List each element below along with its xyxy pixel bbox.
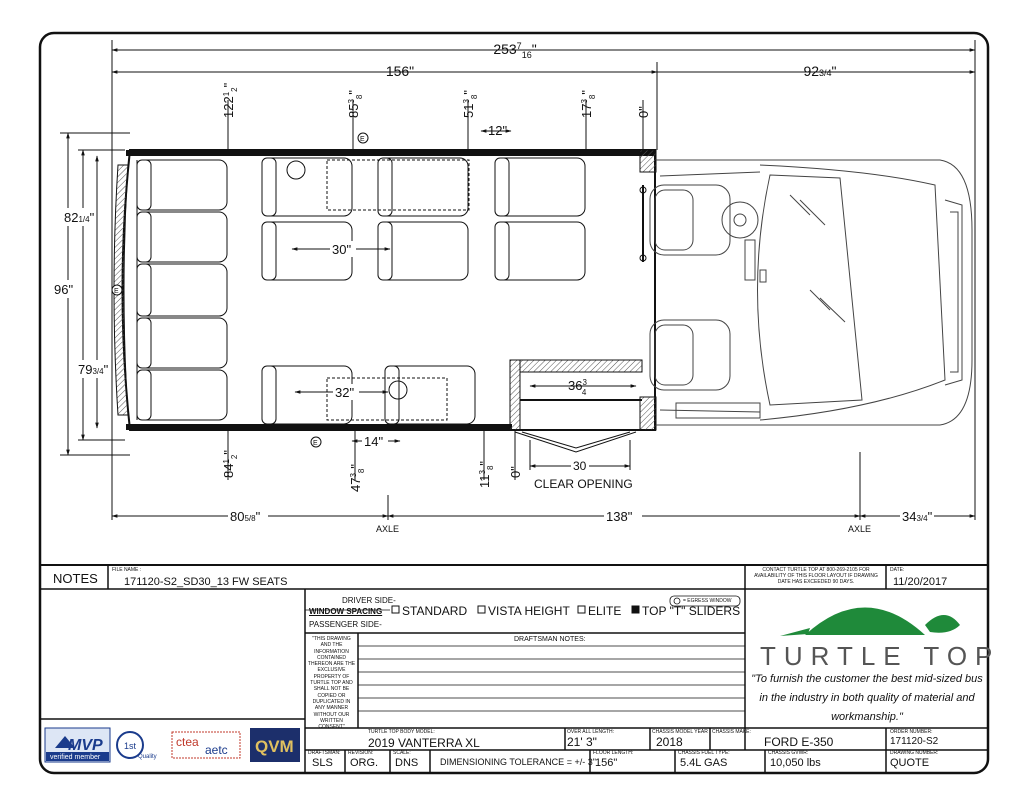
fuel-type-label: CHASSIS FUEL TYPE: <box>678 750 730 756</box>
driver-side-label: DRIVER SIDE- <box>342 596 396 605</box>
dimensioning-tolerance: DIMENSIONING TOLERANCE = +/- 3" <box>440 757 596 767</box>
bottom-offset-3: 1138" <box>477 461 495 488</box>
turtle-top-logo <box>780 607 960 636</box>
upper-seat-rows <box>261 157 586 281</box>
chassis-make-label: CHASSIS MAKE: <box>712 729 751 735</box>
date-label: DATE: <box>890 567 905 573</box>
wheelbase-dim: 138" <box>606 509 633 524</box>
sheet-border <box>38 31 990 775</box>
option-vista-height: VISTA HEIGHT <box>488 604 570 618</box>
svg-text:Quality: Quality <box>138 754 157 760</box>
entry-door <box>514 359 643 470</box>
svg-text:aetc: aetc <box>205 743 228 757</box>
rear-bench-seats <box>136 159 228 421</box>
svg-text:ctea: ctea <box>176 735 199 749</box>
passenger-side-label: PASSENGER SIDE- <box>309 620 382 629</box>
revision: ORG. <box>350 757 379 769</box>
gvwr-label: CHASSIS GVWR: <box>768 750 809 756</box>
disclaimer-text: "THIS DRAWING AND THE INFORMATION CONTAI… <box>307 636 356 731</box>
window-spacing-label: WINDOW SPACING <box>309 607 383 616</box>
chassis-cab <box>639 159 973 426</box>
front-axle-label: AXLE <box>848 524 871 534</box>
aisle-30-dim: 30" <box>332 242 351 257</box>
fuel-type: 5.4L GAS <box>680 757 728 769</box>
bottom-offset-1: 8412" <box>221 450 239 478</box>
certification-logos: MVP verified member 1st Quality ctea aet… <box>44 727 300 763</box>
turtle-head <box>925 615 960 633</box>
overall-length-dim: 253716" <box>493 41 536 60</box>
drawing-number: QUOTE <box>890 757 930 769</box>
order-number: 171120-S2 <box>890 736 939 747</box>
lower-seat-rows <box>261 365 476 425</box>
ctea-aetc-logo <box>171 731 241 759</box>
drawing-date: 11/20/2017 <box>893 576 948 588</box>
svg-text:QVM: QVM <box>255 737 294 756</box>
draftsman: SLS <box>312 757 333 769</box>
overall-length: 21' 3" <box>567 735 597 749</box>
draftsman-note-lines <box>305 609 745 712</box>
option-standard: STANDARD <box>402 604 468 618</box>
svg-text:E: E <box>313 440 318 447</box>
order-number-label: ORDER NUMBER: <box>890 729 933 735</box>
option-elite: ELITE <box>588 604 622 618</box>
draftsman-notes-label: DRAFTSMAN NOTES: <box>514 636 586 643</box>
overall-length-label: OVER ALL LENGTH: <box>567 729 615 735</box>
rear-axle-label: AXLE <box>376 524 399 534</box>
bottom-dimension-lines <box>111 430 976 520</box>
chassis-make: FORD E-350 <box>764 735 834 749</box>
floor-length: 156" <box>595 757 618 769</box>
quality-first-logo <box>116 731 144 759</box>
top-dimension-text: 253716" 156" 923/4" 12212" 8538" 5138" 1… <box>221 41 837 138</box>
egress-markers: E E E <box>111 132 369 448</box>
turtle-shell <box>805 607 925 635</box>
brand-slogan: "To furnish the customer the best mid-si… <box>751 673 983 723</box>
drawing-number-label: DRAWING NUMBER: <box>890 750 939 756</box>
svg-text:verified member: verified member <box>50 754 101 761</box>
draftsman-label: DRAFTSMAN: <box>308 750 341 756</box>
svg-text:MVP: MVP <box>68 737 103 754</box>
zero-bottom-dim: 0" <box>508 466 523 478</box>
option-top-t-sliders: TOP "T" SLIDERS <box>642 604 741 618</box>
body-model: 2019 VANTERRA XL <box>368 736 480 750</box>
file-name-label: FILE NAME : <box>112 567 142 573</box>
zero-top-dim: 0" <box>636 106 651 118</box>
chassis-year-label: CHASSIS MODEL YEAR <box>652 729 708 735</box>
window-checkboxes <box>391 605 640 614</box>
floor-length-label: FLOOR LENGTH: <box>593 750 634 756</box>
scale-label: SCALE: <box>393 750 411 756</box>
brand-name: TURTLE TOP <box>760 641 1001 671</box>
front-section-dim: 923/4" <box>803 63 836 79</box>
notes-label: NOTES <box>53 571 98 586</box>
contact-text: CONTACT TURTLE TOP AT 800-269-2105 FOR A… <box>754 567 878 585</box>
qvm-logo <box>250 728 300 762</box>
svg-text:E: E <box>360 136 365 143</box>
top-offset-1: 12212" <box>221 82 239 118</box>
clear-opening-label: CLEAR OPENING <box>534 477 633 491</box>
scale: DNS <box>395 757 419 769</box>
svg-text:E: E <box>114 288 119 295</box>
revision-label: REVISION: <box>348 750 374 756</box>
top-offset-2: 8538" <box>346 90 364 118</box>
seat-gap-top-dim: 12" <box>488 123 507 138</box>
gvwr: 10,050 lbs <box>770 757 821 769</box>
svg-text:1st: 1st <box>124 741 137 751</box>
file-name: 171120-S2_SD30_13 FW SEATS <box>124 576 288 588</box>
clear-opening-value: 30 <box>573 459 587 473</box>
bottom-offset-2: 4738" <box>348 464 366 492</box>
body-length-dim: 156" <box>386 63 414 79</box>
top-offset-4: 1738" <box>579 90 597 118</box>
body-model-label: TURTLE TOP BODY MODEL: <box>368 729 435 735</box>
turtle-tail <box>780 628 810 636</box>
seat-gap-bottom-dim: 14" <box>364 434 383 449</box>
title-block-grid <box>40 565 988 773</box>
aisle-32-dim: 32" <box>335 385 354 400</box>
chassis-year: 2018 <box>656 735 683 749</box>
overall-width-dim: 96" <box>54 282 73 297</box>
egress-window-legend: = EGRESS WINDOW <box>683 598 732 604</box>
top-offset-3: 5138" <box>461 90 479 118</box>
